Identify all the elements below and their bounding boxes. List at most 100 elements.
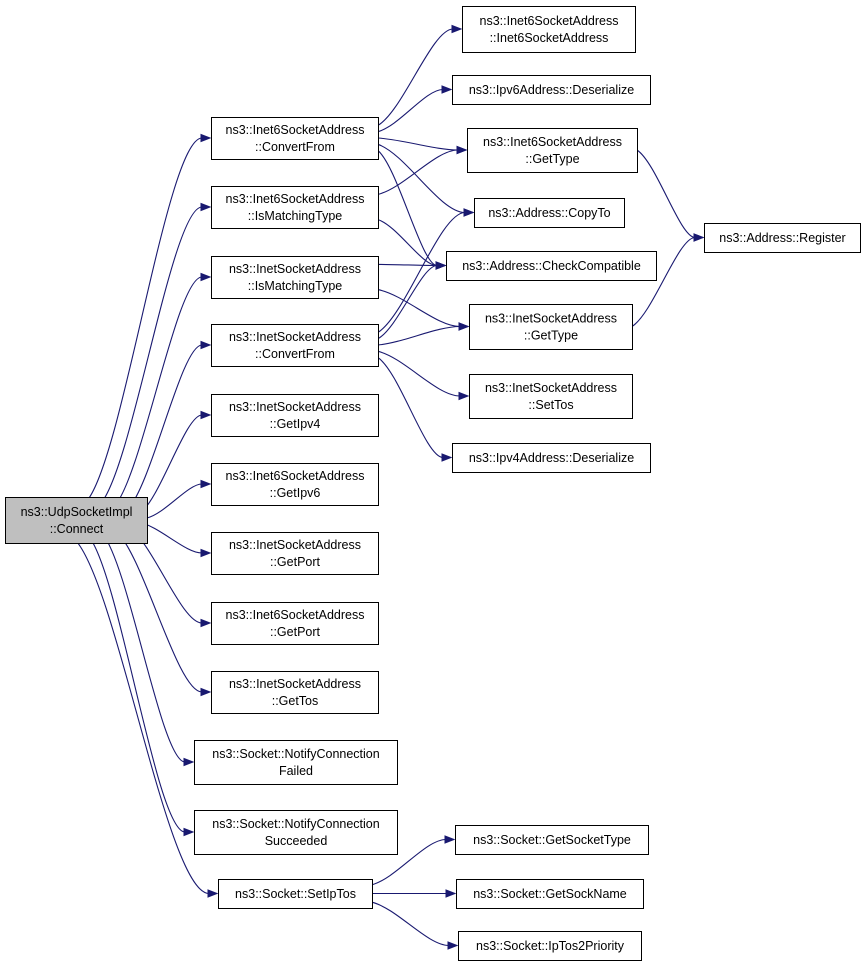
- node-i4-ismatching[interactable]: ns3::InetSocketAddress::IsMatchingType: [211, 256, 379, 299]
- call-nodes: ns3::UdpSocketImpl::Connectns3::Inet6Soc…: [5, 6, 861, 961]
- node-addr-copyto[interactable]: ns3::Address::CopyTo: [474, 198, 625, 228]
- node-box: [218, 879, 373, 909]
- node-label: ::IsMatchingType: [248, 279, 343, 293]
- node-getsockettype[interactable]: ns3::Socket::GetSocketType: [455, 825, 649, 855]
- edge-setiptos-to-iptos2priority: [371, 901, 450, 947]
- node-label: ::ConvertFrom: [255, 140, 335, 154]
- node-box: [211, 256, 379, 299]
- node-setiptos[interactable]: ns3::Socket::SetIpTos: [218, 879, 373, 909]
- edge-i6_convertfrom-to-i6_ctor: [377, 28, 454, 126]
- edge-arrowhead: [444, 835, 456, 844]
- edge-i4_ismatching-to-i4_gettype: [377, 289, 461, 328]
- node-box: [446, 251, 657, 281]
- edge-i6_ismatching-to-i6_gettype: [377, 149, 459, 195]
- node-label: ::GetTos: [272, 694, 319, 708]
- node-label: ns3::Address::Register: [719, 231, 845, 245]
- node-label: ns3::Socket::SetIpTos: [235, 887, 356, 901]
- node-i6-getipv6[interactable]: ns3::Inet6SocketAddress::GetIpv6: [211, 463, 379, 506]
- edge-setiptos-to-getsockettype: [371, 838, 447, 886]
- edge-i4_convertfrom-to-addr_copyto: [377, 211, 466, 333]
- node-label: ns3::InetSocketAddress: [229, 400, 361, 414]
- node-box: [194, 810, 398, 855]
- edge-connect-to-i4_getipv4: [138, 414, 203, 515]
- node-i6-convertfrom[interactable]: ns3::Inet6SocketAddress::ConvertFrom: [211, 117, 379, 160]
- node-label: ::GetPort: [270, 625, 321, 639]
- edge-arrowhead: [458, 322, 470, 331]
- node-label: ::GetIpv6: [270, 486, 321, 500]
- node-addr-register[interactable]: ns3::Address::Register: [704, 223, 861, 253]
- edge-connect-to-notify_succeeded: [89, 537, 186, 833]
- node-i6-ctor[interactable]: ns3::Inet6SocketAddress::Inet6SocketAddr…: [462, 6, 636, 53]
- node-i4-settos[interactable]: ns3::InetSocketAddress::SetTos: [469, 374, 633, 419]
- edge-i6_ismatching-to-addr_checkcompatible: [377, 219, 438, 267]
- node-i6-getport[interactable]: ns3::Inet6SocketAddress::GetPort: [211, 602, 379, 645]
- node-ipv4-deserialize[interactable]: ns3::Ipv4Address::Deserialize: [452, 443, 651, 473]
- edge-connect-to-setiptos: [76, 541, 210, 895]
- node-label: ns3::Socket::IpTos2Priority: [476, 939, 625, 953]
- node-box: [455, 825, 649, 855]
- edge-i4_ismatching-to-addr_checkcompatible: [377, 263, 438, 267]
- edge-i6_convertfrom-to-ipv6_deserialize: [377, 88, 444, 133]
- node-i4-gettos[interactable]: ns3::InetSocketAddress::GetTos: [211, 671, 379, 714]
- edge-arrowhead: [183, 827, 195, 837]
- edge-arrowhead: [183, 757, 195, 767]
- node-addr-checkcompatible[interactable]: ns3::Address::CheckCompatible: [446, 251, 657, 281]
- call-edges: [76, 24, 705, 950]
- node-i4-convertfrom[interactable]: ns3::InetSocketAddress::ConvertFrom: [211, 324, 379, 367]
- node-label: ::Connect: [50, 522, 104, 536]
- node-label: ns3::Inet6SocketAddress: [226, 192, 365, 206]
- node-box: [211, 324, 379, 367]
- node-label: ns3::Socket::GetSocketType: [473, 833, 631, 847]
- node-box: [462, 6, 636, 53]
- edge-arrowhead: [451, 24, 463, 34]
- node-i6-gettype[interactable]: ns3::Inet6SocketAddress::GetType: [467, 128, 638, 173]
- node-iptos2priority[interactable]: ns3::Socket::IpTos2Priority: [458, 931, 642, 961]
- edge-connect-to-i6_ismatching: [101, 206, 203, 503]
- node-box: [456, 879, 644, 909]
- node-i6-ismatching[interactable]: ns3::Inet6SocketAddress::IsMatchingType: [211, 186, 379, 229]
- node-getsockname[interactable]: ns3::Socket::GetSockName: [456, 879, 644, 909]
- node-box: [474, 198, 625, 228]
- node-label: ::GetIpv4: [270, 417, 321, 431]
- node-label: ::GetType: [524, 329, 578, 343]
- edge-arrowhead: [200, 618, 212, 628]
- edge-arrowhead: [207, 889, 219, 898]
- node-label: ns3::UdpSocketImpl: [21, 505, 133, 519]
- edge-i4_convertfrom-to-i4_settos: [377, 350, 461, 397]
- edge-arrowhead: [200, 410, 212, 420]
- node-ipv6-deserialize[interactable]: ns3::Ipv6Address::Deserialize: [452, 75, 651, 105]
- edge-connect-to-i4_gettos: [114, 529, 203, 693]
- node-label: ::SetTos: [528, 398, 573, 412]
- node-label: ns3::Socket::NotifyConnection: [212, 817, 379, 831]
- node-label: ns3::Socket::GetSockName: [473, 887, 627, 901]
- node-box: [467, 128, 638, 173]
- node-i4-gettype[interactable]: ns3::InetSocketAddress::GetType: [469, 304, 633, 350]
- edge-arrowhead: [200, 202, 212, 212]
- edge-arrowhead: [463, 208, 475, 217]
- edge-connect-to-i4_convertfrom: [126, 344, 203, 511]
- node-label: ns3::Socket::NotifyConnection: [212, 747, 379, 761]
- node-i4-getport[interactable]: ns3::InetSocketAddress::GetPort: [211, 532, 379, 575]
- node-label: ns3::Address::CopyTo: [488, 206, 610, 220]
- node-connect[interactable]: ns3::UdpSocketImpl::Connect: [5, 497, 148, 544]
- edge-arrowhead: [458, 391, 470, 401]
- node-label: Succeeded: [265, 834, 328, 848]
- node-label: Failed: [279, 764, 313, 778]
- node-label: ns3::InetSocketAddress: [229, 677, 361, 691]
- edge-i4_gettype-to-addr_register: [631, 236, 696, 327]
- node-label: ::IsMatchingType: [248, 209, 343, 223]
- edge-i6_convertfrom-to-addr_checkcompatible: [377, 150, 438, 267]
- node-box: [211, 186, 379, 229]
- edge-i4_convertfrom-to-i4_gettype: [377, 325, 461, 346]
- edge-arrowhead: [200, 272, 212, 282]
- edge-i6_convertfrom-to-i6_gettype: [377, 137, 459, 151]
- edge-connect-to-i4_getport: [138, 521, 203, 554]
- node-label: ::ConvertFrom: [255, 347, 335, 361]
- node-box: [211, 463, 379, 506]
- node-i4-getipv4[interactable]: ns3::InetSocketAddress::GetIpv4: [211, 394, 379, 437]
- node-label: ns3::Address::CheckCompatible: [462, 259, 641, 273]
- node-box: [211, 602, 379, 645]
